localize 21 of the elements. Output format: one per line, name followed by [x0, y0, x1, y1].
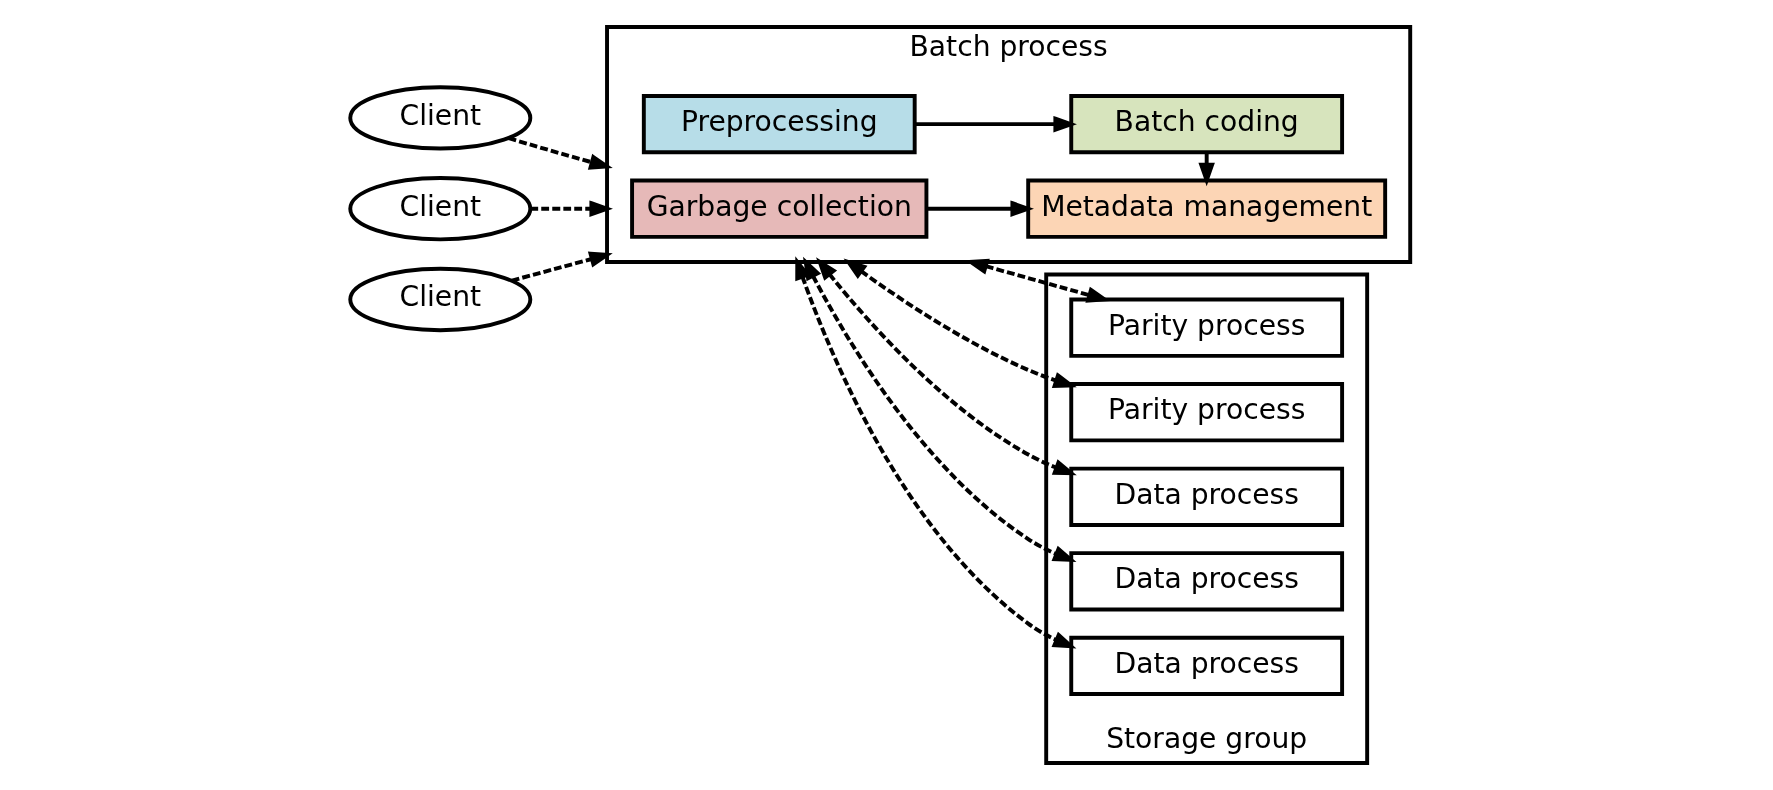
- node-box: Data process: [1069, 551, 1345, 612]
- arrow: [795, 256, 1077, 649]
- arrow: [803, 256, 1077, 563]
- node-box: Batch coding: [1069, 94, 1345, 155]
- node-ellipse: Client: [348, 266, 533, 333]
- node-box: Data process: [1069, 635, 1345, 696]
- arrow: [915, 115, 1077, 133]
- node-box: Metadata management: [1026, 178, 1388, 239]
- arrow: [530, 200, 613, 217]
- node-box: Data process: [1069, 466, 1345, 527]
- arrow: [926, 200, 1034, 217]
- node-box: Parity process: [1069, 297, 1345, 358]
- node-ellipse: Client: [348, 176, 533, 242]
- arrow: [816, 257, 1077, 476]
- node-box: Garbage collection: [630, 178, 929, 239]
- node-ellipse: Client: [348, 85, 533, 151]
- node-box: Preprocessing: [641, 94, 917, 155]
- arrow: [508, 136, 613, 170]
- arrow: [843, 258, 1077, 388]
- arrow: [511, 251, 613, 283]
- node-box: Parity process: [1069, 382, 1345, 443]
